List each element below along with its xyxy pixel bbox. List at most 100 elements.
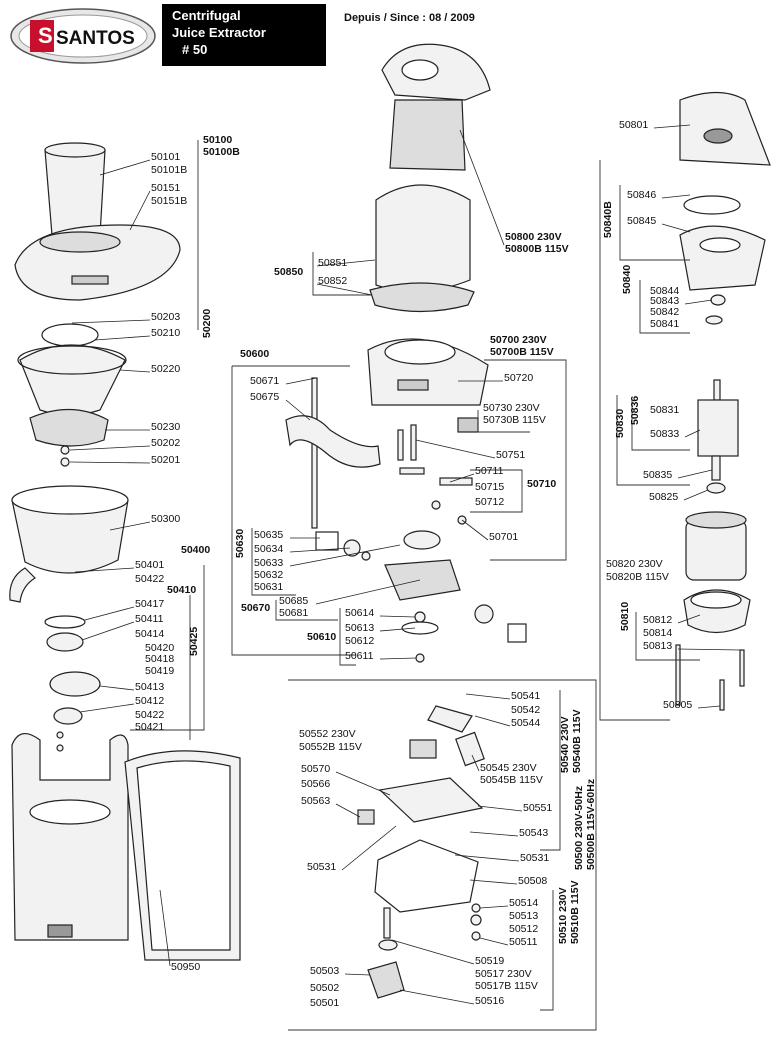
part-label: 50419 — [145, 665, 174, 677]
part-label: 50566 — [301, 778, 330, 790]
group-label: 50836 — [629, 396, 641, 425]
part-label: 50414 — [135, 628, 164, 640]
part-label: 50230 — [151, 421, 180, 433]
switch-parts — [397, 424, 473, 525]
group-label: 50840B — [602, 201, 614, 238]
part-label: 50613 — [345, 622, 374, 634]
group-label: 50510B 115V — [569, 880, 581, 944]
part-label: 50420 — [145, 642, 174, 654]
part-label: 50800B 115V — [505, 243, 569, 255]
part-label: 50712 — [475, 496, 504, 508]
brand-text: SANTOS — [56, 28, 135, 49]
part-label: 50300 — [151, 513, 180, 525]
part-label: 50413 — [135, 681, 164, 693]
group-label: 50830 — [614, 409, 626, 438]
part-label: 50843 — [650, 295, 679, 307]
part-label: 50545B 115V — [480, 774, 543, 786]
part-label: 50400 — [181, 544, 210, 556]
part-label: 50514 — [509, 897, 538, 909]
part-label: 50570 — [301, 763, 330, 775]
part-label: 50671 — [250, 375, 279, 387]
part-label: 50417 — [135, 598, 164, 610]
leader-lines — [69, 124, 741, 1005]
part-label: 50720 — [504, 372, 533, 384]
group-label: 50200 — [201, 309, 213, 338]
lower-housing-part — [367, 338, 489, 433]
part-number-labels: 5010050100B5010150101B5015150151B5020350… — [135, 119, 692, 1009]
part-label: 50542 — [511, 704, 540, 716]
title-line-3: # 50 — [182, 42, 208, 57]
part-label: 50410 — [167, 584, 196, 596]
part-label: 50813 — [643, 640, 672, 652]
part-label: 50845 — [627, 215, 656, 227]
part-label: 50715 — [475, 481, 504, 493]
part-label: 50610 — [307, 631, 336, 643]
part-label: 50851 — [318, 257, 347, 269]
part-label: 50820 230V — [606, 558, 663, 570]
part-label: 50844 — [650, 285, 679, 297]
part-label: 50411 — [135, 613, 164, 625]
part-label: 50422 — [135, 709, 164, 721]
part-label: 50220 — [151, 363, 180, 375]
title-line-2: Juice Extractor — [172, 25, 266, 40]
part-label: 50670 — [241, 602, 270, 614]
lid-pusher-part — [14, 142, 181, 301]
part-label: 50531 — [307, 861, 336, 873]
part-label: 50685 — [279, 595, 308, 607]
part-label: 50544 — [511, 717, 540, 729]
part-label: 50831 — [650, 404, 679, 416]
part-label: 50846 — [627, 189, 656, 201]
part-label: 50563 — [301, 795, 330, 807]
part-label: 50841 — [650, 318, 679, 330]
part-label: 50675 — [250, 391, 279, 403]
part-label: 50711 — [475, 465, 504, 477]
part-label: 50541 — [511, 690, 540, 702]
santos-logo: S SANTOS — [8, 6, 158, 66]
part-label: 50600 — [240, 348, 269, 360]
part-label: 50545 230V — [480, 762, 537, 774]
part-label: 50421 — [135, 721, 164, 733]
title-line-1: Centrifugal — [172, 8, 241, 23]
stator-part — [675, 511, 751, 711]
part-label: 50634 — [254, 543, 283, 555]
group-label: 50500B 115V-60Hz — [585, 779, 597, 870]
group-label: 50540 230V — [559, 716, 571, 773]
part-label: 50633 — [254, 557, 283, 569]
part-label: 50100B — [203, 146, 240, 158]
group-label: 50630 — [234, 529, 246, 558]
part-label: 50833 — [650, 428, 679, 440]
part-label: 50842 — [650, 306, 679, 318]
part-label: 50210 — [151, 327, 180, 339]
coupling-parts — [44, 615, 101, 752]
part-label: 50552 230V — [299, 728, 356, 740]
part-label: 50422 — [135, 573, 164, 585]
part-label: 50501 — [310, 997, 339, 1009]
group-brackets — [130, 140, 700, 1031]
part-label: 50517 230V — [475, 968, 532, 980]
part-label: 50512 — [509, 923, 538, 935]
part-label: 50519 — [475, 955, 504, 967]
part-label: 50202 — [151, 437, 180, 449]
part-label: 50700B 115V — [490, 346, 554, 358]
cover-shell-part — [124, 750, 241, 961]
part-label: 50751 — [496, 449, 525, 461]
group-label: 50810 — [619, 602, 631, 631]
part-label: 50825 — [649, 491, 678, 503]
part-label: 50612 — [345, 635, 374, 647]
part-label: 50700 230V — [490, 334, 547, 346]
part-label: 50614 — [345, 607, 374, 619]
part-label: 50516 — [475, 995, 504, 1007]
part-label: 50101 — [151, 151, 180, 163]
part-label: 50801 — [619, 119, 648, 131]
part-label: 50100 — [203, 134, 232, 146]
group-label: 50510 230V — [557, 887, 569, 944]
part-label: 50800 230V — [505, 231, 562, 243]
part-label: 50635 — [254, 529, 283, 541]
part-label: 50412 — [135, 695, 164, 707]
part-label: 50201 — [151, 454, 180, 466]
part-label: 50503 — [310, 965, 339, 977]
part-label: 50835 — [643, 469, 672, 481]
part-label: 50531 — [520, 852, 549, 864]
group-label: 50425 — [188, 627, 200, 656]
